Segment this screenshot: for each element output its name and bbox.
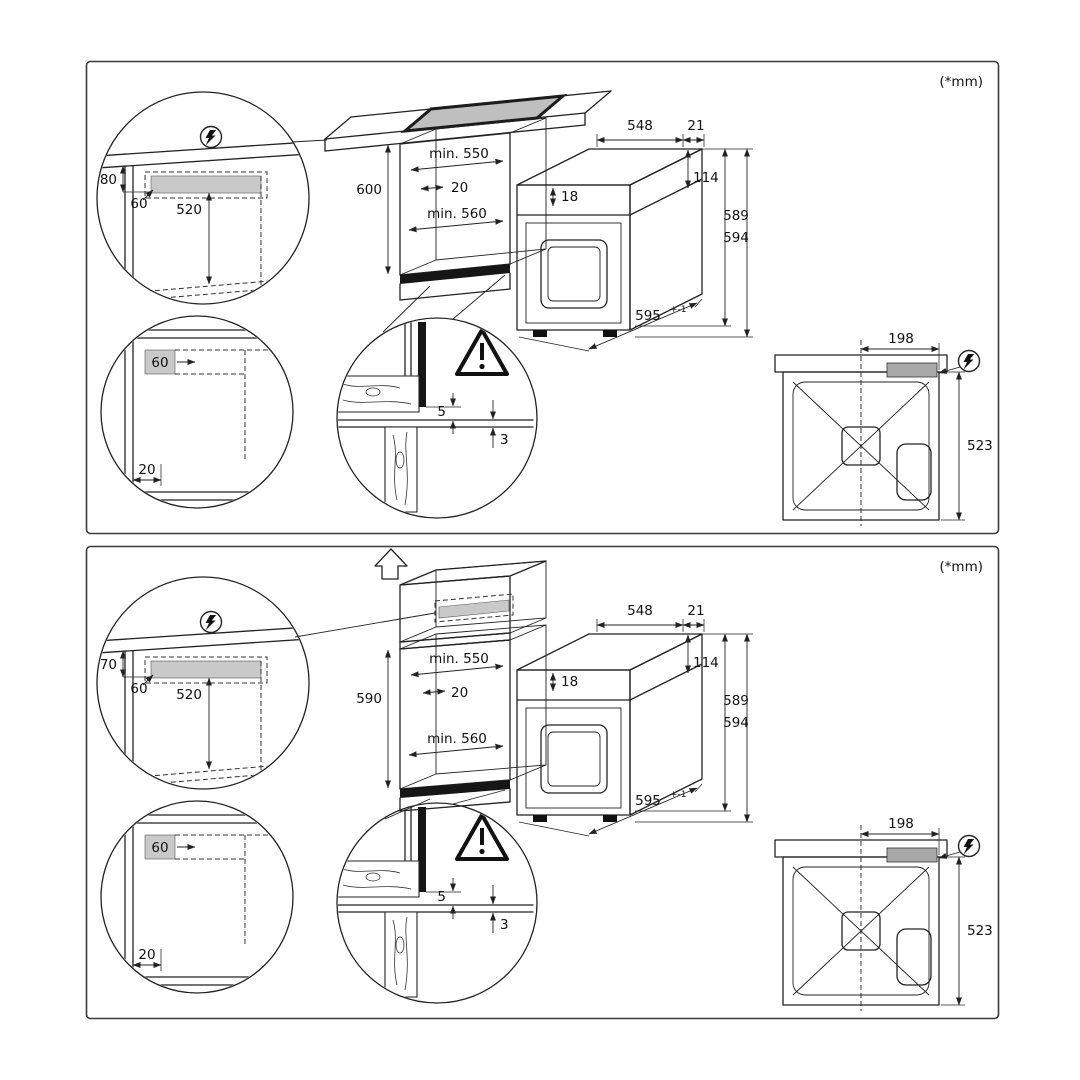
up-arrow-icon xyxy=(374,548,408,580)
leader-detail-electrical xyxy=(291,139,328,143)
dim-side-panel-label: 114 xyxy=(693,170,719,186)
warning-icon xyxy=(455,328,509,376)
plinth-vent xyxy=(400,780,510,798)
plinth-vent xyxy=(400,264,510,284)
dim-gap-label: 5 xyxy=(437,404,446,420)
dim-plan-offset-label: 198 xyxy=(888,816,914,832)
dim-depth-label: 520 xyxy=(176,687,202,703)
dim-corner-inset-label: 60 xyxy=(151,840,168,856)
dim-top-offset-label: 21 xyxy=(687,118,704,134)
dim-niche-height-label: 600 xyxy=(356,182,382,198)
oven-door-window xyxy=(540,724,608,794)
units-label: (*mm) xyxy=(939,74,983,90)
connection-box xyxy=(886,362,938,378)
dim-depth-label: 520 xyxy=(176,202,202,218)
dim-width-label: 595 xyxy=(635,793,661,809)
dim-corner-bottom-label: 20 xyxy=(138,947,155,963)
leader-detail-gap-2 xyxy=(452,789,506,805)
dim-niche-height-label: 590 xyxy=(356,691,382,707)
dim-side-panel-label: 114 xyxy=(693,655,719,671)
dim-top-edge-label: 18 xyxy=(561,189,578,205)
oven-drawing: 548 21 18 114 589 594 595 +-1 xyxy=(516,603,753,837)
dim-width-tol-label: +-1 xyxy=(670,305,687,315)
cabinet-niche: min. 550 20 600 min. 560 xyxy=(356,117,547,301)
electric-symbol-icon xyxy=(957,834,981,858)
dim-panel-thickness-label: 3 xyxy=(500,917,509,933)
dim-top-offset-label: 21 xyxy=(687,603,704,619)
panel-under-worktop: (*mm) min. 550 20 600 min. 560 xyxy=(85,60,1000,535)
detail-electrical-circle: 70 60 520 xyxy=(96,576,310,790)
panel-frame xyxy=(85,545,1000,1020)
plan-view: 198 523 xyxy=(774,816,993,1011)
leader-detail-gap-1 xyxy=(382,285,431,333)
oven-foot xyxy=(533,330,547,337)
warning-icon xyxy=(455,813,509,861)
dim-width-label: 595 xyxy=(635,308,661,324)
dim-recess-height-label: 70 xyxy=(100,657,117,673)
electric-symbol-icon xyxy=(199,610,223,634)
oven-drawing: 548 21 18 114 589 594 595 +-1 xyxy=(516,118,753,352)
connection-box xyxy=(886,847,938,863)
electric-symbol-icon xyxy=(199,125,223,149)
leader-detail-gap-2 xyxy=(452,274,506,320)
dim-plan-depth-label: 523 xyxy=(967,438,993,454)
detail-corner-circle: 60 20 xyxy=(100,800,294,994)
dim-corner-bottom-label: 20 xyxy=(138,462,155,478)
oven-door-window xyxy=(540,239,608,309)
dim-panel-thickness-label: 3 xyxy=(500,432,509,448)
dim-top-depth-label: 548 xyxy=(627,118,653,134)
dim-gap-label: 5 xyxy=(437,889,446,905)
units-label: (*mm) xyxy=(939,559,983,575)
tall-cabinet: min. 550 20 590 min. 560 xyxy=(356,560,547,812)
detail-gap-circle: 5 3 xyxy=(336,317,538,519)
dim-height-body-label: 589 xyxy=(723,208,749,224)
panel-frame xyxy=(85,60,1000,535)
plan-view: 198 523 xyxy=(774,331,993,526)
hob-cutout xyxy=(400,94,568,133)
detail-electrical-circle: 80 60 520 xyxy=(96,91,310,305)
dim-top-depth-label: 548 xyxy=(627,603,653,619)
dim-niche-depth-label: min. 560 xyxy=(427,206,487,222)
dim-height-body-label: 589 xyxy=(723,693,749,709)
dim-height-total-label: 594 xyxy=(723,715,749,731)
dim-niche-width-label: min. 550 xyxy=(429,651,489,667)
dim-corner-inset-label: 60 xyxy=(151,355,168,371)
dim-niche-front-gap-label: 20 xyxy=(451,685,468,701)
dim-plan-depth-label: 523 xyxy=(967,923,993,939)
panel-tall-cabinet: (*mm) min. 550 20 590 min. 560 xyxy=(85,545,1000,1020)
detail-gap-circle: 5 3 xyxy=(336,802,538,1004)
oven-foot xyxy=(533,815,547,822)
dim-plan-offset-label: 198 xyxy=(888,331,914,347)
dim-recess-height-label: 80 xyxy=(100,172,117,188)
dim-niche-width-label: min. 550 xyxy=(429,146,489,162)
electric-symbol-icon xyxy=(957,349,981,373)
oven-foot xyxy=(603,815,617,822)
connection-strip xyxy=(438,599,510,619)
leader-detail-electrical xyxy=(294,612,436,638)
dim-top-edge-label: 18 xyxy=(561,674,578,690)
dim-width-tol-label: +-1 xyxy=(670,790,687,800)
oven-foot xyxy=(603,330,617,337)
dim-niche-depth-label: min. 560 xyxy=(427,731,487,747)
dim-niche-front-gap-label: 20 xyxy=(451,180,468,196)
leader-detail-gap-1 xyxy=(384,798,431,820)
dim-height-total-label: 594 xyxy=(723,230,749,246)
detail-corner-circle: 60 20 xyxy=(100,315,294,509)
worktop xyxy=(324,90,612,152)
